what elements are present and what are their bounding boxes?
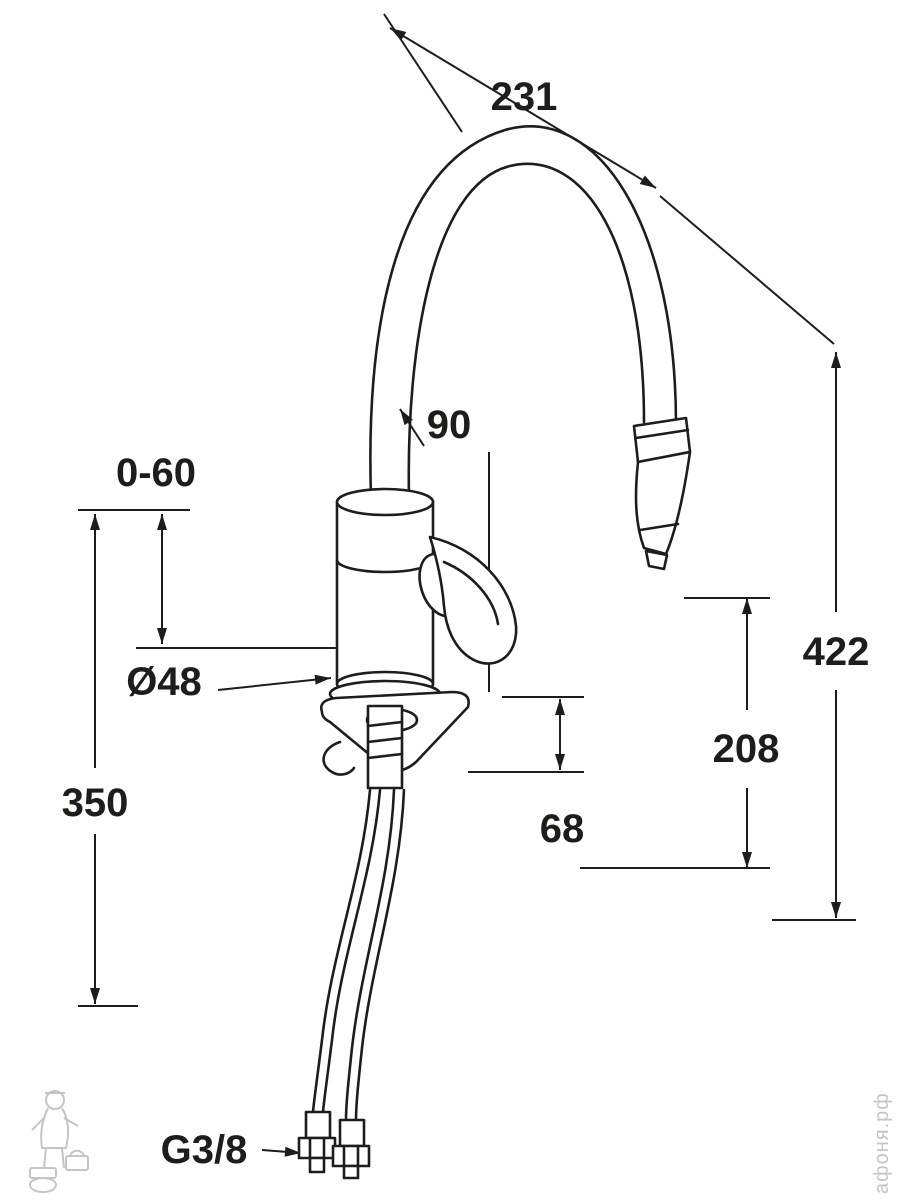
dim-422-label: 422 <box>803 630 870 674</box>
hose-left-edge-b <box>321 788 382 1114</box>
hose-right-fitting <box>338 1118 366 1148</box>
threaded-shank <box>366 704 404 790</box>
hose-left-fitting <box>304 1110 332 1140</box>
watermark-site-text: афоня.рф <box>871 1092 893 1194</box>
spray-head-collar-seam <box>634 428 690 440</box>
watermark-logo <box>29 1090 89 1193</box>
faucet-body <box>335 500 435 686</box>
dim-90-leader <box>399 408 425 447</box>
watermark-plumber-head <box>45 1090 65 1110</box>
watermark-toolbox-handle <box>69 1149 85 1157</box>
dim-350-label: 350 <box>62 781 129 825</box>
body-top-cap <box>335 487 435 517</box>
dim-208-label: 208 <box>713 727 780 771</box>
mounting-clamp <box>322 740 356 776</box>
dim-48-leader <box>217 674 332 691</box>
hose-right-tip <box>342 1164 360 1180</box>
shank-thread-2 <box>366 736 404 744</box>
hose-right-edge-a <box>344 788 396 1122</box>
watermark-plumber-arms <box>31 1117 79 1131</box>
shank-thread-1 <box>366 720 404 728</box>
watermark-toilet-tank <box>29 1167 57 1179</box>
dim-060-label: 0-60 <box>116 451 196 495</box>
watermark-toilet-bowl <box>29 1177 57 1193</box>
spray-head-aerator-seam <box>638 522 680 532</box>
hose-left-tip <box>308 1156 326 1174</box>
dim-g38-label: G3/8 <box>161 1128 248 1172</box>
dim-g38-leader <box>261 1146 302 1157</box>
faucet-outline <box>297 125 692 1180</box>
lever-handle-highlight <box>442 560 500 626</box>
watermark-plumber-body <box>40 1107 70 1149</box>
dim-231-line <box>389 27 657 189</box>
hose-right-nut <box>331 1144 371 1168</box>
dim-90-label: 90 <box>427 403 472 447</box>
dim-231-label: 231 <box>491 75 558 119</box>
spray-head-body <box>634 450 692 556</box>
lever-handle <box>428 535 518 665</box>
hose-left-nut <box>297 1136 337 1160</box>
dim-68-label: 68 <box>540 807 585 851</box>
hose-right-edge-b <box>354 788 406 1122</box>
spout-inner-curve <box>407 162 646 499</box>
dimension-annotations <box>78 13 856 1157</box>
dim-48-label: Ø48 <box>126 660 202 704</box>
spout-outer-curve <box>369 125 678 499</box>
dim-231-extension-right <box>659 195 835 345</box>
dimension-labels: 231 90 0-60 Ø48 350 68 208 422 G3/8 <box>62 75 870 1172</box>
shank-thread-3 <box>366 752 404 760</box>
hose-left-edge-a <box>311 788 372 1114</box>
watermark-toolbox <box>65 1155 89 1171</box>
watermark-plumber-legs <box>43 1147 65 1169</box>
spray-head-tip <box>644 549 669 571</box>
